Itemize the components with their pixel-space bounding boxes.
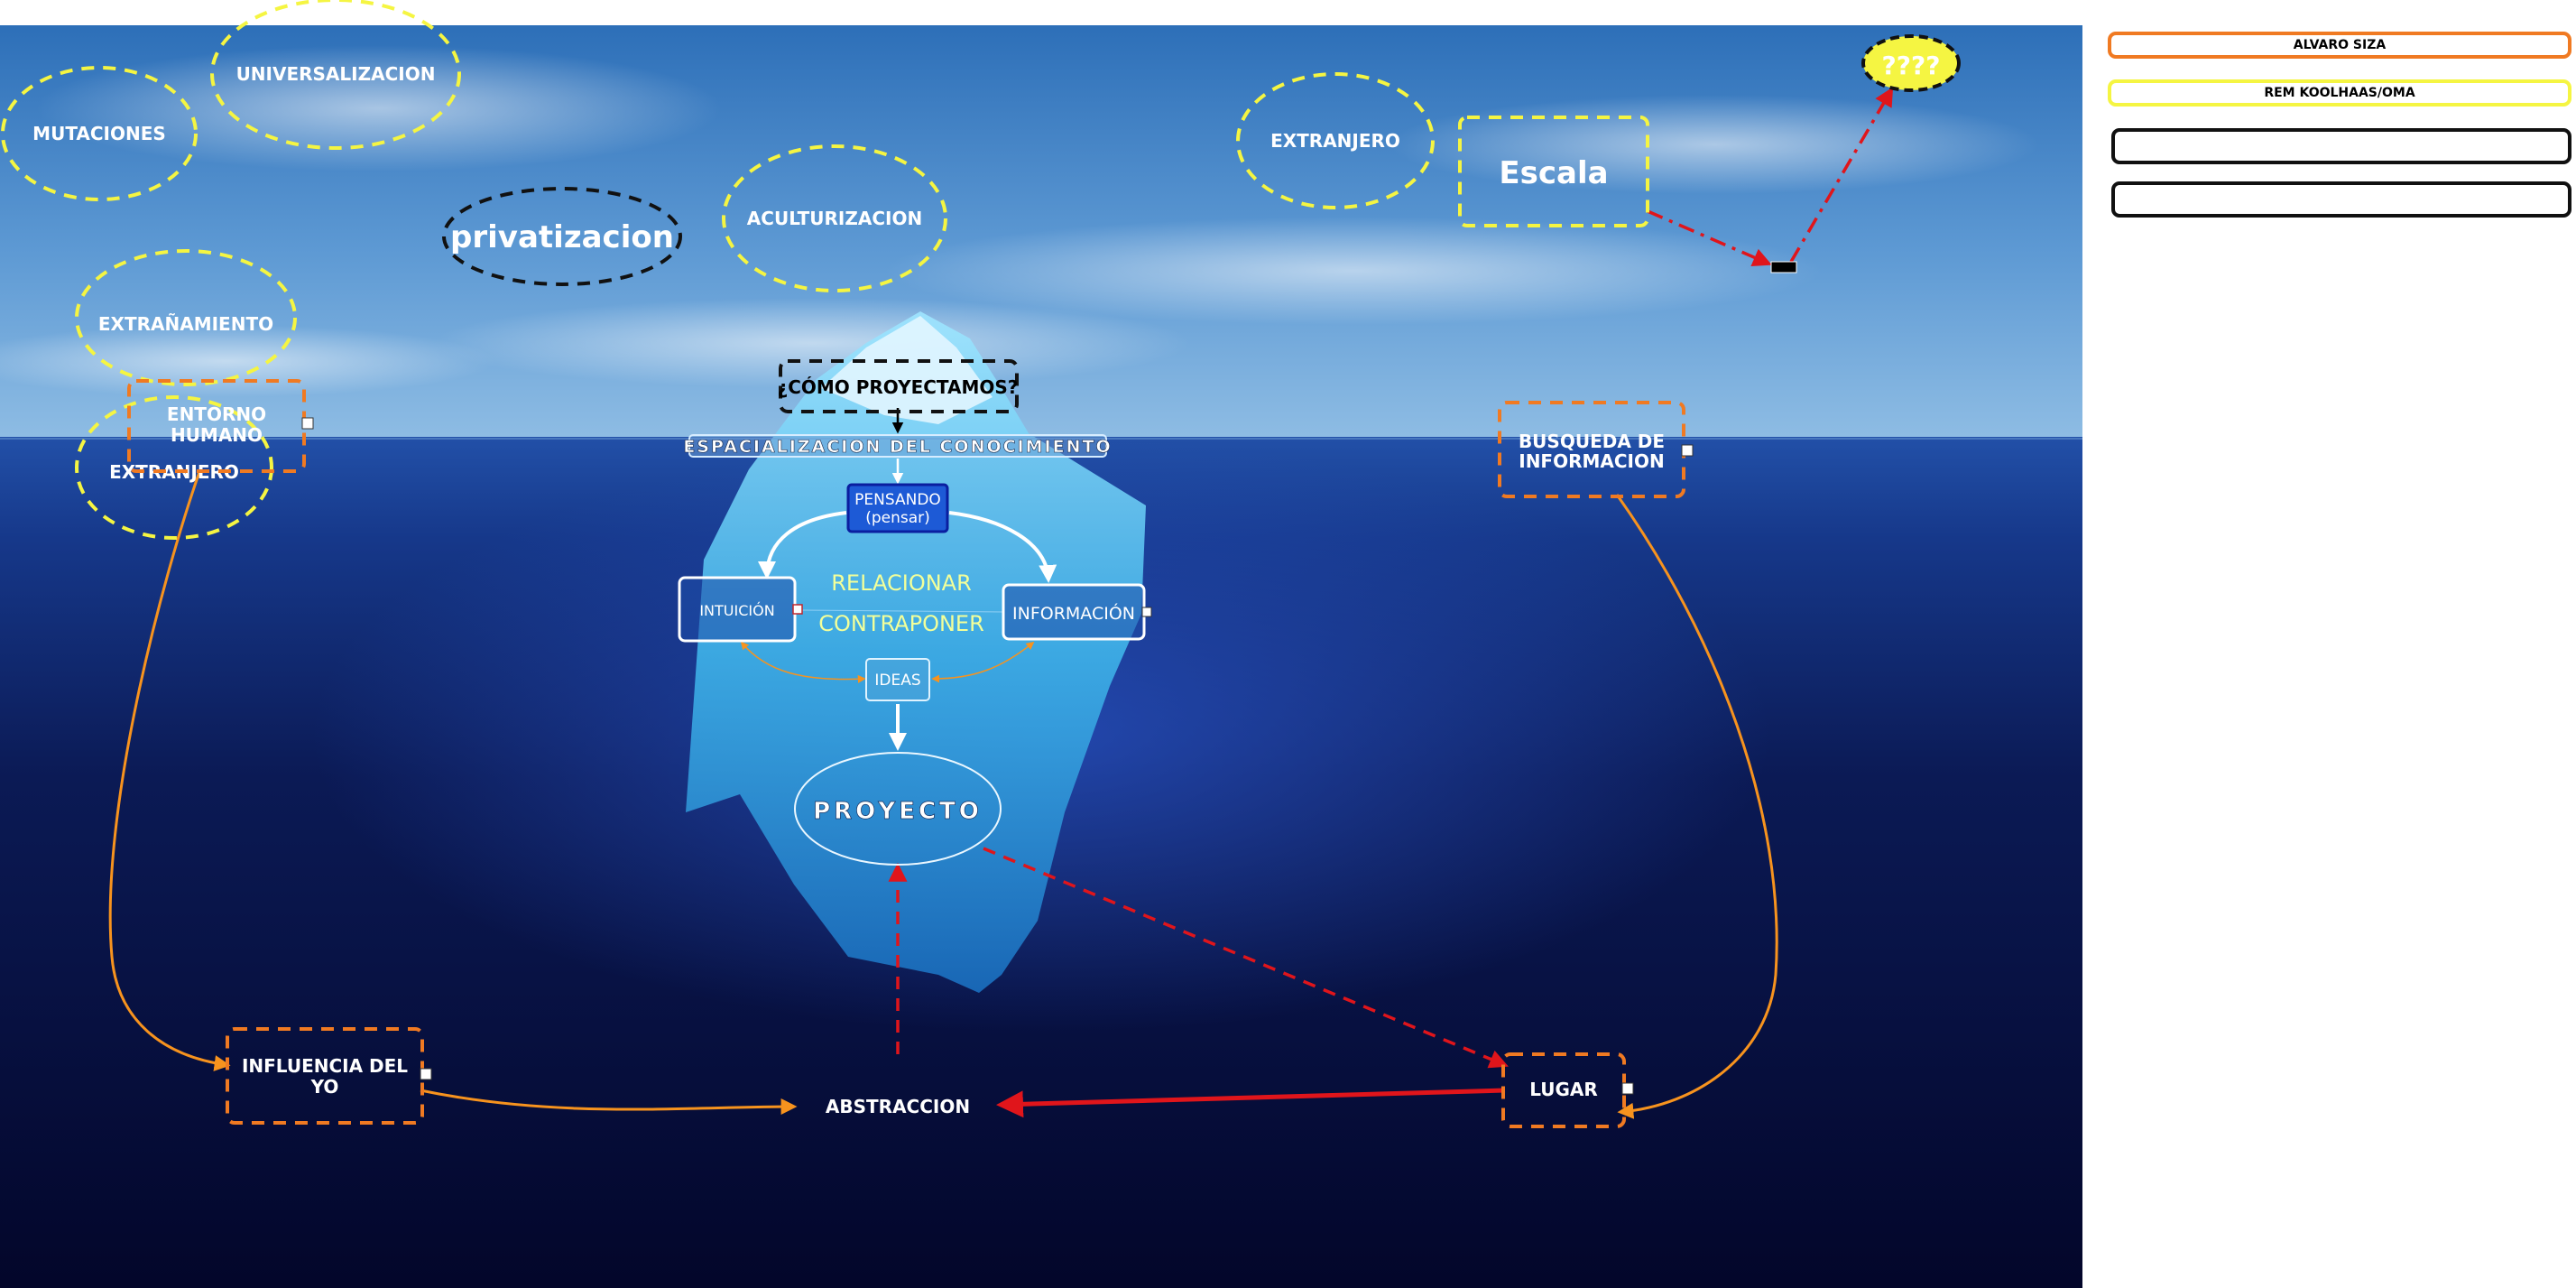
node-busqueda-informacion[interactable]: BUSQUEDA DE INFORMACION <box>1498 401 1694 498</box>
alvaro-siza-nodes: ENTORNO HUMANO BUSQUEDA DE INFORMACION I… <box>127 379 1694 1128</box>
aculturizacion-label: ACULTURIZACION <box>747 208 922 229</box>
mutaciones-label: MUTACIONES <box>32 123 166 144</box>
informacion-label: INFORMACIÓN <box>1012 602 1135 624</box>
node-universalizacion[interactable]: UNIVERSALIZACION <box>210 0 461 150</box>
expand-icon[interactable] <box>301 417 314 430</box>
arrow-escala-to-node <box>1647 209 1772 266</box>
intuicion-label: INTUICIÓN <box>699 602 774 619</box>
entorno-humano-label-2: HUMANO <box>171 424 263 446</box>
node-extranjero-left[interactable]: EXTRANJERO <box>75 395 273 540</box>
expand-icon[interactable] <box>1141 607 1152 617</box>
node-question[interactable]: ???? <box>1861 34 1961 92</box>
relacionar-label: RELACIONAR <box>831 570 972 596</box>
arrow-influencia-to-abstraccion <box>420 1089 798 1116</box>
expand-icon[interactable] <box>420 1068 432 1080</box>
arrow-pensando-to-intuicion <box>758 511 847 579</box>
legend-empty-1[interactable] <box>2111 128 2571 164</box>
expand-icon[interactable] <box>1681 444 1694 457</box>
legend-alvaro-siza[interactable]: ALVARO SIZA <box>2108 32 2571 59</box>
rem-koolhaas-nodes: MUTACIONES UNIVERSALIZACION ACULTURIZACI… <box>1 0 1961 540</box>
arrow-intuicion-ideas <box>740 641 866 683</box>
extranjero-left-label: EXTRANJERO <box>109 461 239 483</box>
busqueda-label-2: INFORMACION <box>1519 450 1664 472</box>
arrow-entorno-to-influencia <box>108 468 231 1071</box>
node-entorno-humano[interactable]: ENTORNO HUMANO <box>127 379 314 473</box>
privatizacion-label: privatizacion <box>450 219 674 255</box>
node-influencia-del-yo[interactable]: INFLUENCIA DEL YO <box>226 1027 432 1125</box>
node-informacion[interactable]: INFORMACIÓN <box>1002 583 1152 641</box>
expand-icon[interactable] <box>792 604 803 615</box>
node-extranjero-right[interactable]: EXTRANJERO <box>1236 72 1435 209</box>
espacializacion-label: ESPACIALIZACION DEL CONOCIMIENTO <box>683 437 1112 457</box>
arrow-lugar-to-abstraccion <box>996 1088 1506 1118</box>
extranjero-right-label: EXTRANJERO <box>1270 130 1400 152</box>
node-escala[interactable]: Escala <box>1458 116 1649 227</box>
arrow-pensando-to-informacion <box>948 511 1057 583</box>
extranamiento-label: EXTRAÑAMIENTO <box>98 313 273 335</box>
node-espacializacion[interactable]: ESPACIALIZACION DEL CONOCIMIENTO <box>683 434 1112 458</box>
node-extranamiento[interactable]: EXTRAÑAMIENTO <box>75 249 297 386</box>
busqueda-label-1: BUSQUEDA DE <box>1519 431 1665 452</box>
connections <box>108 87 1894 1119</box>
pensando-label-2: (pensar) <box>865 509 930 527</box>
iceberg-background <box>0 25 2082 1288</box>
node-mutaciones[interactable]: MUTACIONES <box>1 66 198 201</box>
question-label: ???? <box>1882 51 1941 80</box>
contraponer-label: CONTRAPONER <box>818 611 984 636</box>
arrow-busqueda-to-lugar <box>1615 494 1778 1119</box>
central-nodes: ¿CÓMO PROYECTAMOS? ESPACIALIZACION DEL C… <box>678 261 1797 1117</box>
node-lugar[interactable]: LUGAR <box>1501 1052 1634 1128</box>
como-proyectamos-label: ¿CÓMO PROYECTAMOS? <box>778 376 1019 398</box>
node-abstraccion[interactable]: ABSTRACCION <box>826 1096 970 1117</box>
node-privatizacion[interactable]: privatizacion <box>442 187 682 286</box>
connector-node[interactable] <box>1770 261 1797 273</box>
node-pensando[interactable]: PENSANDO (pensar) <box>846 483 949 533</box>
arrow-proyecto-to-lugar <box>983 847 1509 1069</box>
abstraccion-label: ABSTRACCION <box>826 1096 970 1117</box>
universalizacion-label: UNIVERSALIZACION <box>236 63 436 85</box>
expand-icon[interactable] <box>1621 1082 1634 1095</box>
influencia-label-2: YO <box>310 1076 339 1098</box>
line-intuicion-informacion <box>797 609 1004 613</box>
proyecto-label: PROYECTO <box>813 798 983 825</box>
node-proyecto[interactable]: PROYECTO <box>794 752 1002 866</box>
legend-empty-2[interactable] <box>2111 181 2571 218</box>
node-como-proyectamos[interactable]: ¿CÓMO PROYECTAMOS? <box>778 359 1019 413</box>
ideas-label: IDEAS <box>874 672 920 690</box>
influencia-label-1: INFLUENCIA DEL <box>242 1055 408 1077</box>
legend-rem-koolhaas[interactable]: REM KOOLHAAS/OMA <box>2108 79 2571 107</box>
lugar-label: LUGAR <box>1529 1079 1598 1100</box>
entorno-humano-label-1: ENTORNO <box>167 403 266 425</box>
escala-label: Escala <box>1499 155 1608 191</box>
node-aculturizacion[interactable]: ACULTURIZACION <box>722 144 947 292</box>
pensando-label-1: PENSANDO <box>854 491 941 509</box>
arrow-informacion-ideas <box>931 641 1035 683</box>
node-ideas[interactable]: IDEAS <box>865 658 930 701</box>
node-intuicion[interactable]: INTUICIÓN <box>678 576 803 643</box>
